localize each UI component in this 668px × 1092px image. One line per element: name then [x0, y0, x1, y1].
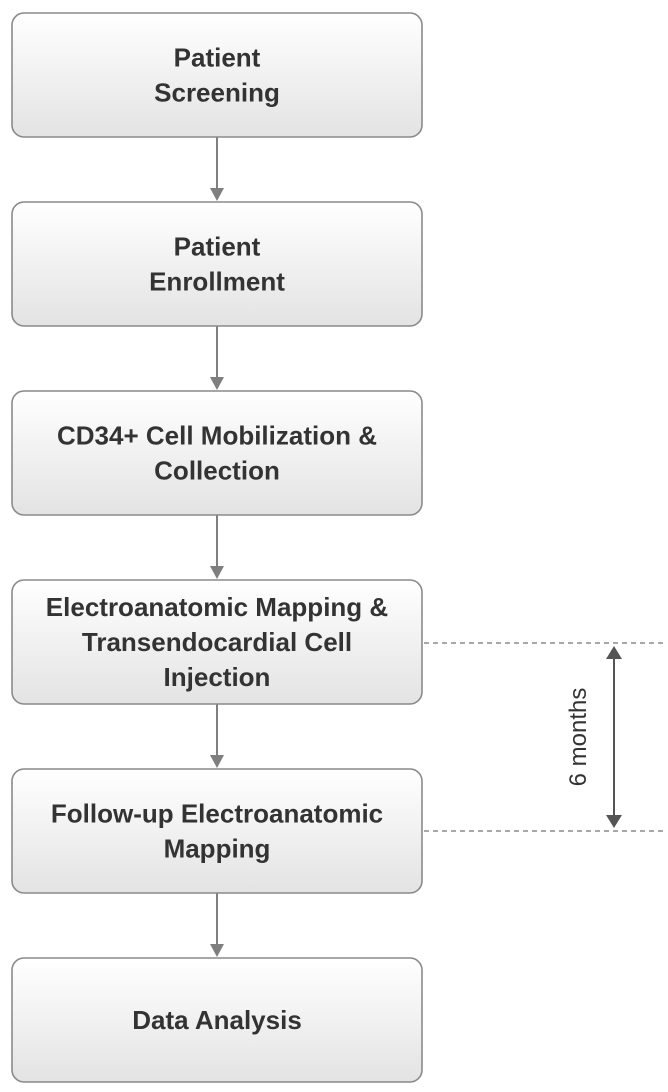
- step-label: Mapping: [164, 834, 271, 864]
- interval-marker: 6 months: [424, 642, 664, 832]
- flow-arrow: [210, 893, 224, 957]
- step-box: [11, 201, 423, 327]
- step-cell-mobilization: CD34+ Cell Mobilization & Collection: [11, 390, 423, 516]
- step-label: Follow-up Electroanatomic: [51, 799, 383, 829]
- flow-arrow: [210, 515, 224, 579]
- step-box: [11, 390, 423, 516]
- step-box: [11, 957, 423, 1083]
- step-box: [11, 579, 423, 705]
- step-label: Collection: [154, 456, 280, 486]
- step-box: [11, 768, 423, 894]
- step-label: Data Analysis: [132, 1005, 302, 1035]
- step-data-analysis: Data Analysis: [11, 957, 423, 1083]
- step-mapping-injection: Electroanatomic Mapping & Transendocardia…: [11, 579, 423, 705]
- step-label: Electroanatomic Mapping &: [46, 592, 388, 622]
- step-label: Transendocardial Cell: [82, 627, 352, 657]
- step-label: CD34+ Cell Mobilization &: [57, 421, 377, 451]
- step-label: Patient: [174, 43, 261, 73]
- flow-arrow: [210, 137, 224, 201]
- interval-label: 6 months: [565, 688, 592, 787]
- step-label: Injection: [164, 662, 271, 692]
- step-label: Screening: [154, 78, 280, 108]
- flow-arrow: [210, 326, 224, 390]
- step-label: Enrollment: [149, 267, 285, 297]
- step-box: [11, 12, 423, 138]
- flow-arrow: [210, 704, 224, 768]
- interval-arrow: [606, 646, 622, 828]
- connectors: [210, 137, 224, 957]
- step-label: Patient: [174, 232, 261, 262]
